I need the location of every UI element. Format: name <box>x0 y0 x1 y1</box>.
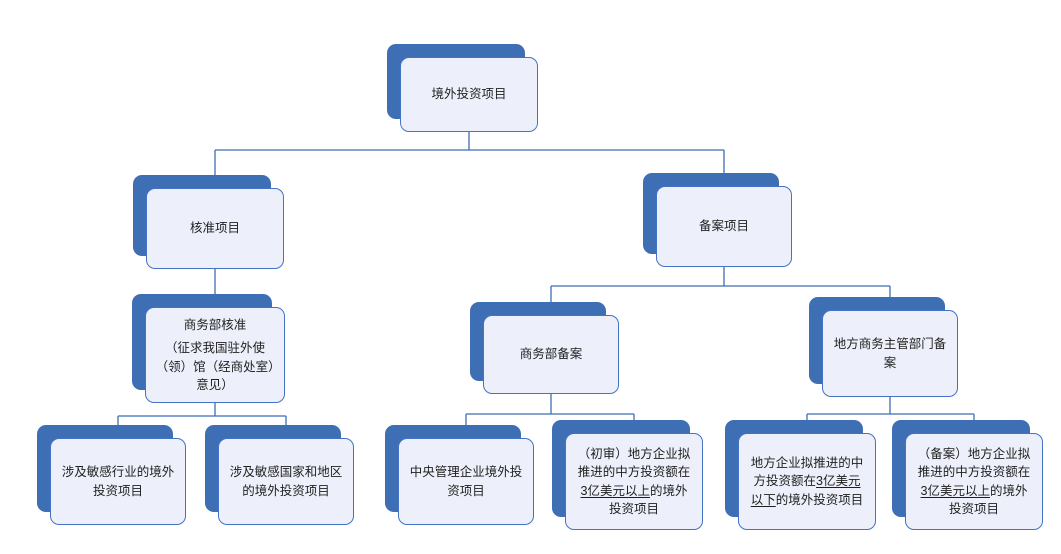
node-title: 商务部核准 <box>183 318 247 333</box>
label-prefix: 地方企业拟推进的中方投资额在 <box>750 456 864 489</box>
label-suffix: 的境外投资项目 <box>608 483 688 516</box>
label-prefix: （备案）地方企业拟推进的中方投资额在 <box>917 447 1031 480</box>
connector <box>550 267 891 315</box>
node-label: （初审）地方企业拟推进的中方投资额在 3亿美元以上的境外投资项目 <box>575 445 693 518</box>
label-underlined: 3亿美元以上 <box>920 483 990 498</box>
connector <box>117 403 287 438</box>
node-mofcom-approval: 商务部核准 （征求我国驻外使（领）馆（经商处室）意见） <box>132 294 285 403</box>
connector <box>214 132 725 188</box>
node-local-commerce-dept-filing: 地方商务主管部门备案 <box>809 297 958 397</box>
node-sensitive-country-project: 涉及敏感国家和地区的境外投资项目 <box>205 425 354 525</box>
node-sensitive-industry-project: 涉及敏感行业的境外投资项目 <box>37 425 186 525</box>
node-note: （征求我国驻外使（领）馆（经商处室）意见） <box>155 341 275 392</box>
node-local-below-300m: 地方企业拟推进的中方投资额在3亿美元以下的境外投资项目 <box>725 420 876 530</box>
node-label: （备案）地方企业拟推进的中方投资额在 3亿美元以上的境外投资项目 <box>915 445 1033 518</box>
node-label: 备案项目 <box>698 219 749 234</box>
node-label: 涉及敏感国家和地区的境外投资项目 <box>229 465 343 498</box>
node-label: 涉及敏感行业的境外投资项目 <box>61 465 175 498</box>
node-label: 地方企业拟推进的中方投资额在3亿美元以下的境外投资项目 <box>748 454 866 508</box>
node-filing-above-300m: （备案）地方企业拟推进的中方投资额在 3亿美元以上的境外投资项目 <box>892 420 1043 530</box>
node-label: 地方商务主管部门备案 <box>833 337 947 370</box>
label-prefix: （初审）地方企业拟推进的中方投资额在 <box>577 447 691 480</box>
node-label: 境外投资项目 <box>431 87 507 102</box>
label-suffix: 的境外投资项目 <box>775 492 864 507</box>
node-preliminary-review-above-300m: （初审）地方企业拟推进的中方投资额在 3亿美元以上的境外投资项目 <box>552 420 703 530</box>
node-approval-project: 核准项目 <box>133 175 284 269</box>
node-mofcom-filing: 商务部备案 <box>470 302 619 394</box>
node-overseas-investment-project: 境外投资项目 <box>387 44 538 132</box>
node-filing-project: 备案项目 <box>643 173 792 267</box>
node-label: 中央管理企业境外投资项目 <box>409 465 523 498</box>
node-central-enterprise-project: 中央管理企业境外投资项目 <box>385 425 534 525</box>
node-label: 核准项目 <box>189 221 240 236</box>
connector <box>465 394 635 438</box>
label-suffix: 的境外投资项目 <box>948 483 1028 516</box>
label-underlined: 3亿美元以上 <box>580 483 650 498</box>
connector <box>806 397 975 433</box>
label-underlined: 3亿美元以下 <box>750 474 861 507</box>
node-label: 商务部备案 <box>519 347 583 362</box>
